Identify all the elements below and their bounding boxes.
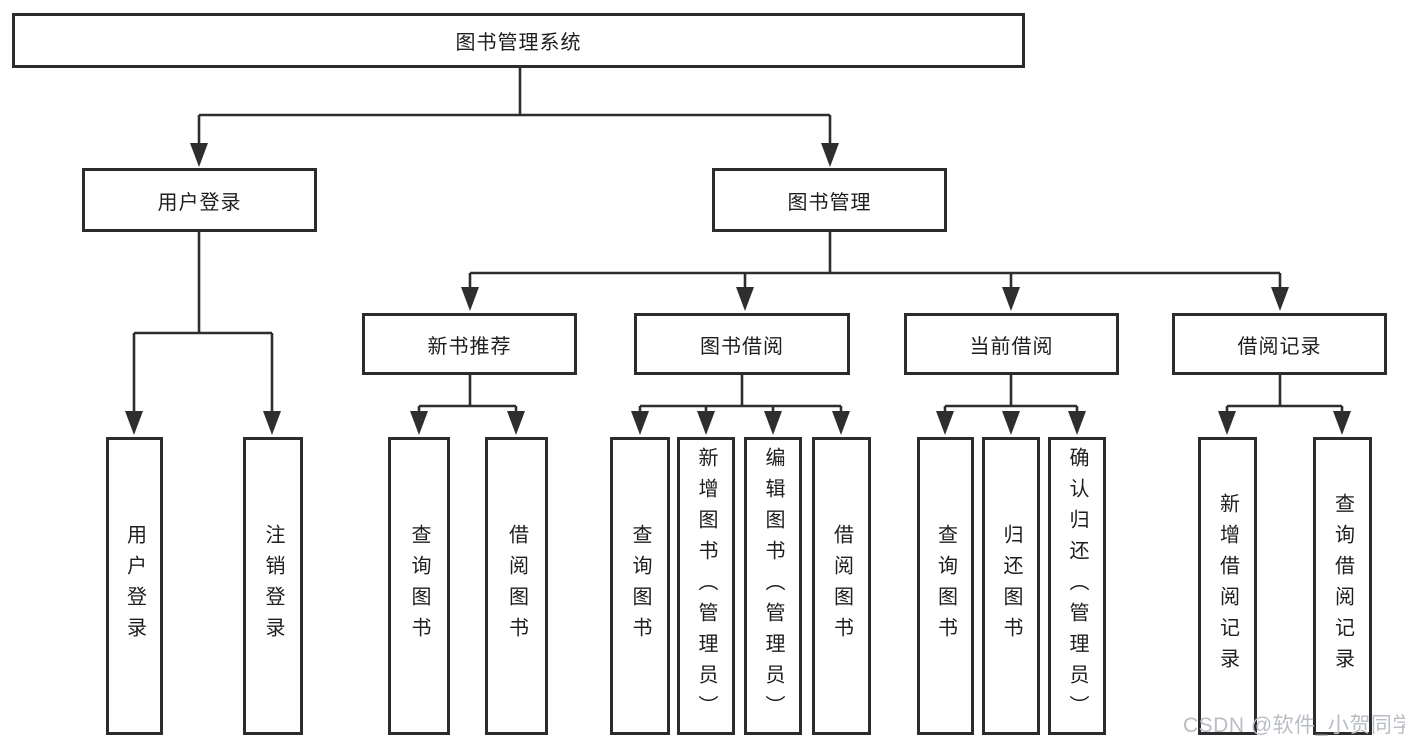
leaf-query-books-1-label: 查询图书 <box>408 524 430 648</box>
node-user-login-label: 用户登录 <box>157 191 242 214</box>
arrowhead <box>736 287 754 311</box>
leaf-query-books-1: 查询图书 <box>388 437 450 735</box>
leaf-confirm-return-admin: 确认归还（管理员） <box>1048 437 1106 735</box>
node-current-borrow-label: 当前借阅 <box>969 335 1054 358</box>
leaf-logout: 注销登录 <box>243 437 303 735</box>
node-book-borrow-label: 图书借阅 <box>700 335 784 358</box>
leaf-confirm-return-admin-label: 确认归还（管理员） <box>1066 446 1088 726</box>
arrowhead <box>1068 411 1086 435</box>
arrowhead <box>697 411 715 435</box>
leaf-borrow-books-1: 借阅图书 <box>485 437 548 735</box>
arrowhead <box>507 411 525 435</box>
leaf-query-books-3: 查询图书 <box>917 437 974 735</box>
node-root-label: 图书管理系统 <box>455 32 582 54</box>
arrowhead <box>1271 287 1289 311</box>
arrowhead <box>461 287 479 311</box>
leaf-query-books-2: 查询图书 <box>610 437 670 735</box>
leaf-add-books-admin-label: 新增图书（管理员） <box>695 446 717 726</box>
leaf-borrow-books-2: 借阅图书 <box>812 437 871 735</box>
node-new-book-recommend-label: 新书推荐 <box>427 335 512 358</box>
node-book-borrow: 图书借阅 <box>634 313 850 375</box>
leaf-logout-label: 注销登录 <box>262 524 284 648</box>
arrowhead <box>125 411 143 435</box>
arrowhead <box>1002 287 1020 311</box>
node-root: 图书管理系统 <box>12 13 1025 68</box>
leaf-query-borrow-record: 查询借阅记录 <box>1313 437 1372 735</box>
leaf-user-login-label: 用户登录 <box>123 524 146 648</box>
leaf-query-borrow-record-label: 查询借阅记录 <box>1331 493 1354 679</box>
arrowhead <box>263 411 281 435</box>
arrowhead <box>631 411 649 435</box>
leaf-add-books-admin: 新增图书（管理员） <box>677 437 735 735</box>
arrowhead <box>410 411 428 435</box>
leaf-query-books-2-label: 查询图书 <box>629 524 651 648</box>
arrowhead <box>190 143 208 167</box>
leaf-query-books-3-label: 查询图书 <box>934 524 957 648</box>
arrowhead <box>821 143 839 167</box>
arrowhead <box>1218 411 1236 435</box>
connector-path <box>132 68 1344 414</box>
leaf-add-borrow-record-label: 新增借阅记录 <box>1216 493 1239 679</box>
node-book-management: 图书管理 <box>712 168 947 232</box>
node-book-management-label: 图书管理 <box>787 191 872 214</box>
leaf-edit-books-admin: 编辑图书（管理员） <box>744 437 802 735</box>
leaf-return-books: 归还图书 <box>982 437 1040 735</box>
leaf-return-books-label: 归还图书 <box>1000 524 1022 648</box>
leaf-borrow-books-1-label: 借阅图书 <box>505 524 528 648</box>
leaf-add-borrow-record: 新增借阅记录 <box>1198 437 1257 735</box>
leaf-user-login: 用户登录 <box>106 437 163 735</box>
arrowhead <box>1333 411 1351 435</box>
arrowhead <box>832 411 850 435</box>
leaf-edit-books-admin-label: 编辑图书（管理员） <box>762 446 784 726</box>
arrowhead <box>764 411 782 435</box>
arrowhead <box>936 411 954 435</box>
node-borrow-record: 借阅记录 <box>1172 313 1387 375</box>
leaf-borrow-books-2-label: 借阅图书 <box>830 524 853 648</box>
node-user-login: 用户登录 <box>82 168 317 232</box>
node-current-borrow: 当前借阅 <box>904 313 1119 375</box>
node-new-book-recommend: 新书推荐 <box>362 313 577 375</box>
csdn-watermark: CSDN @软件_小贺同学 <box>1183 714 1405 737</box>
node-borrow-record-label: 借阅记录 <box>1237 335 1322 358</box>
arrowhead <box>1002 411 1020 435</box>
